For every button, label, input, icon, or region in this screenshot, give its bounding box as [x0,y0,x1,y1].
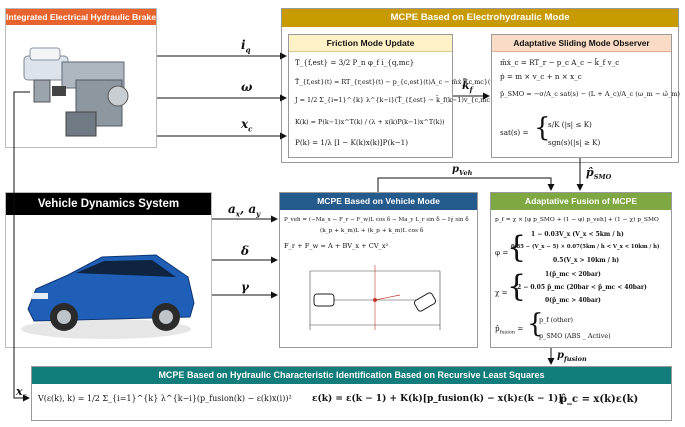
chi-case-3: 0(p̂_mc > 40bar) [545,297,601,304]
observer-sat-brace: { [534,113,551,143]
chi-case-1: 1(p̂_mc < 20bar) [545,271,601,278]
brake-title: Integrated Electrical Hydraulic Brake [6,9,156,25]
friction-mode-title: Friction Mode Update [289,35,452,52]
rls-eq-2: ε(k) = ε(k − 1) + K(k)[p_fusion(k) − x(k… [312,394,563,404]
chi-case-2: 2 − 0.05 p̂_mc (20bar < p̂_mc < 40bar) [517,284,647,291]
phi-case-3: 0.5(V_x > 10km / h) [553,257,620,264]
chi-label: χ = [495,288,508,297]
friction-eq-1: T_{f,est} = 3/2 P_n φ_f i_{q,mc} [295,58,415,67]
rls-eq-3: p̂_c = x(k)ε(k) [560,394,639,405]
observer-eq-4b: sgn(s)(|s| ≥ K) [548,138,601,147]
observer-eq-4a: s/K (|s| ≤ K) [548,120,592,129]
vehicle-eq-1: P_veh = (−Ma_x − F_r − F_w)L cos δ − Ma_… [284,217,469,223]
mcpe-electrohydraulic-title: MCPE Based on Electrohydraulic Mode [282,9,678,27]
signal-pfusion: pfusion [557,350,587,363]
vehicle-title: Vehicle Dynamics System [6,193,211,215]
vehicle-eq-2: F_r + F_w = A + BV_x + CV_x² [284,242,389,250]
vehicle-eq-1-den: (k_p + k_m)L + (k_p + k_m)L cos δ [320,228,424,234]
signal-iq: iq [241,38,251,55]
chi-brace: { [507,269,527,304]
signal-gamma: γ [241,280,249,294]
signal-kf: k̄f [462,79,473,95]
observer-eq-3: p̂_SMO = −σ/A_c sat(s) − (L + A_c)/A_c (… [500,90,680,98]
observer-sat-label: sat(s) = [500,128,529,137]
signal-delta: δ [241,244,250,258]
friction-eq-5: P(k) = 1/λ [I − K(k)x(k)]P(k−1) [295,138,409,147]
observer-eq-1: m̄ẋ_c = RT_r − p_c A_c − k̄_f v_c [500,58,620,67]
car-image [21,254,195,339]
friction-eq-4: K(k) = P(k−1)x^T(k) / (λ + x(k)P(k−1)x^T… [295,118,445,126]
brake-unit-image [23,47,129,137]
signal-pveh: pVeh [452,164,473,177]
mcpe-vehicle-title: MCPE Based on Vehicle Mode [280,193,477,210]
vehicle-panel: Vehicle Dynamics System [5,192,212,348]
vehicle-schematic [309,265,441,330]
phi-case-2: 0.85 − (V_x − 5) × 0.07(5km / h < V_x < … [511,244,660,250]
mcpe-vehicle-panel: MCPE Based on Vehicle Mode P_veh = (−Ma_… [279,192,478,348]
phi-label: φ = [495,248,509,257]
pfusion-label: p̂fusion = [495,324,524,336]
signal-psmo: p̂SMO [586,166,612,182]
pfusion-case-2: p_SMO (ABS _ Active) [539,332,611,340]
observer-title: Adaptative Sliding Mode Observer [492,35,671,52]
signal-xc-left: xc [16,385,27,401]
friction-eq-2: T̄_{f,est}(t) = RT_{r,est}(t) − p_{c,est… [295,78,496,86]
observer-eq-2: ṗ = m × v_c + n × x_c [500,72,582,81]
fusion-eq-1: p_f = χ × [φ p_SMO + (1 − φ) p_veh] + (1… [495,217,659,223]
phi-brace: { [507,230,527,265]
brake-panel: Integrated Electrical Hydraulic Brake [5,8,157,148]
signal-xc: xc [241,117,253,134]
observer-panel: Adaptative Sliding Mode Observer m̄ẋ_c =… [491,34,680,158]
rls-title: MCPE Based on Hydraulic Characteristic I… [32,367,671,384]
friction-eq-3: J = 1/2 Σ_{i=1}^{k} λ^{k−i}(T̄_{f,est} −… [295,96,506,104]
phi-case-1: 1 − 0.03V_x (V_x < 5km / h) [531,231,624,238]
signal-axay: ax, ay [228,202,261,219]
fusion-title: Adaptative Fusion of MCPE [491,193,671,210]
pfusion-brace: { [527,309,544,339]
pfusion-case-1: p_f (other) [539,316,574,324]
signal-omega: ω [241,80,253,94]
rls-panel: MCPE Based on Hydraulic Characteristic I… [31,366,672,421]
fusion-panel: Adaptative Fusion of MCPE p_f = χ × [φ p… [490,192,672,348]
friction-mode-panel: Friction Mode Update T_{f,est} = 3/2 P_n… [288,34,505,158]
rls-eq-1: V(ε(k), k) = 1/2 Σ_{i=1}^{k} λ^{k−i}(p_f… [38,394,292,403]
